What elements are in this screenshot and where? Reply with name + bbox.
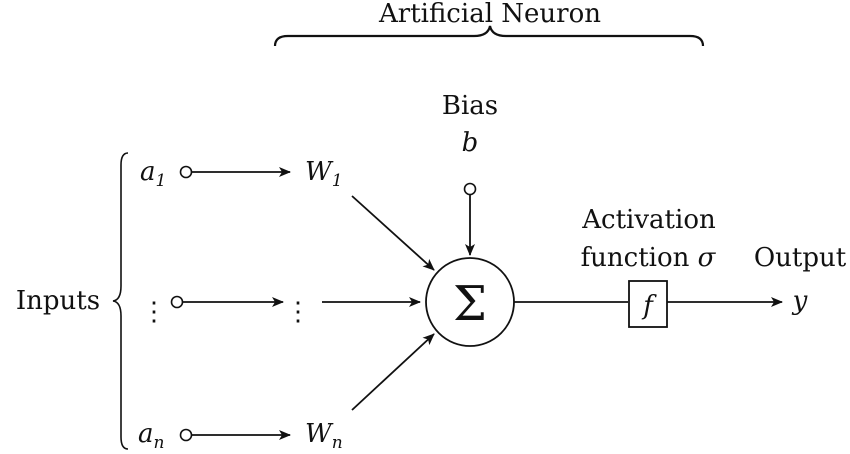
weight-w1-label: W1 <box>305 157 343 191</box>
activation-label-line1: Activation <box>581 205 716 235</box>
arrow-wn-to-sum <box>351 333 435 411</box>
input-an-label: an <box>138 419 164 453</box>
input-ellipsis: ⋮ <box>141 297 167 327</box>
input-node-ellipsis <box>170 295 184 309</box>
input-a1-label: a1 <box>140 157 166 191</box>
inputs-label: Inputs <box>16 286 100 316</box>
output-symbol: y <box>792 286 808 316</box>
inputs-brace <box>112 152 129 450</box>
weight-ellipsis: ⋮ <box>285 297 311 327</box>
bias-label: Bias <box>442 91 498 121</box>
input-node-a1 <box>179 165 193 179</box>
summation-symbol: Σ <box>453 276 487 332</box>
input-node-an <box>179 428 193 442</box>
diagram-title: Artificial Neuron <box>378 0 601 29</box>
output-label: Output <box>754 243 847 273</box>
weight-wn-label: Wn <box>305 419 343 453</box>
activation-label-line2: function σ <box>581 243 717 273</box>
activation-box-symbol: f <box>641 291 657 321</box>
neuron-brace <box>273 25 705 47</box>
bias-symbol: b <box>462 128 479 158</box>
arrow-w1-to-sum <box>351 195 435 271</box>
activation-box <box>628 280 668 328</box>
bias-node <box>463 182 477 196</box>
